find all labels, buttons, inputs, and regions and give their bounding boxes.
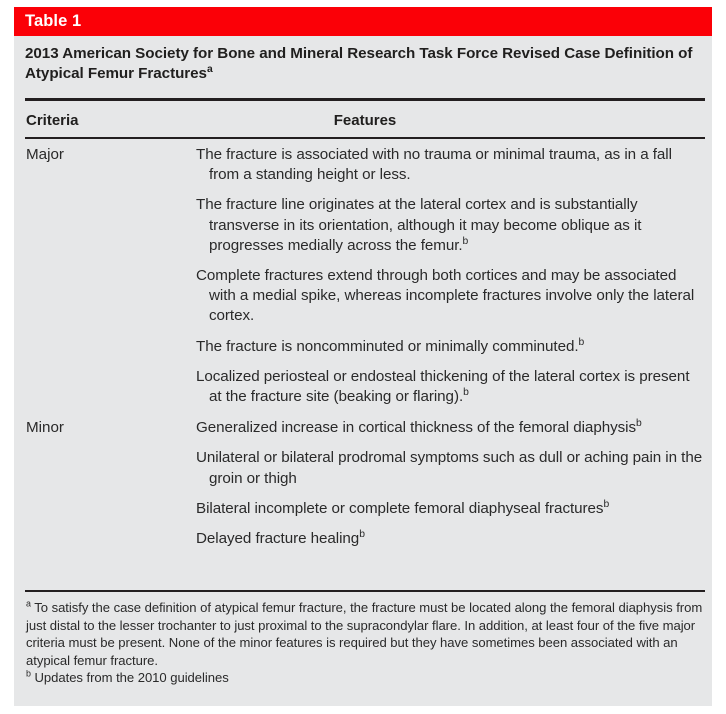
feature-superscript: b <box>578 336 585 348</box>
column-header-criteria: Criteria <box>26 112 79 129</box>
feature-superscript: b <box>462 235 469 247</box>
rule-below-header <box>25 137 705 139</box>
features-list-minor: Generalized increase in cortical thickne… <box>196 418 706 549</box>
feature-text: Delayed fracture healing <box>196 530 360 548</box>
feature-text: The fracture is associated with no traum… <box>196 146 672 184</box>
table-title: 2013 American Society for Bone and Miner… <box>25 44 697 83</box>
footnote-text: Updates from the 2010 guidelines <box>34 670 229 686</box>
feature-superscript: b <box>603 498 610 510</box>
column-header-features: Features <box>333 112 397 129</box>
table-title-superscript: a <box>206 63 213 75</box>
footnote-marker: a <box>26 598 31 609</box>
rule-above-header <box>25 98 705 101</box>
feature-superscript: b <box>463 386 469 398</box>
footnote-marker: b <box>26 669 31 680</box>
footnote-b: b Updates from the 2010 guidelines <box>26 669 705 687</box>
feature-item: The fracture line originates at the late… <box>196 195 706 256</box>
feature-text: The fracture is noncomminuted or minimal… <box>196 337 579 355</box>
feature-item: The fracture is noncomminuted or minimal… <box>196 337 706 357</box>
feature-superscript: b <box>359 528 365 540</box>
feature-text: Generalized increase in cortical thickne… <box>196 419 637 437</box>
feature-text: Localized periosteal or endosteal thicke… <box>196 367 690 406</box>
rule-above-footnotes <box>25 590 705 592</box>
feature-item: Complete fractures extend through both c… <box>196 266 706 327</box>
criteria-label-minor: Minor <box>26 419 64 437</box>
feature-item: The fracture is associated with no traum… <box>196 145 706 185</box>
footnote-text: To satisfy the case definition of atypic… <box>26 600 703 668</box>
feature-text: The fracture line originates at the late… <box>196 196 642 254</box>
feature-item: Localized periosteal or endosteal thicke… <box>196 367 706 407</box>
table-row-group-major: Major The fracture is associated with no… <box>14 145 712 407</box>
table-body: Major The fracture is associated with no… <box>14 145 712 549</box>
feature-item: Delayed fracture healingb <box>196 529 706 549</box>
footnotes: a To satisfy the case definition of atyp… <box>26 599 705 687</box>
feature-item: Bilateral incomplete or complete femoral… <box>196 499 706 519</box>
table-caption-bar: Table 1 <box>14 7 712 36</box>
feature-text: Complete fractures extend through both c… <box>196 267 695 325</box>
feature-item: Unilateral or bilateral prodromal sympto… <box>196 448 706 488</box>
features-list-major: The fracture is associated with no traum… <box>196 145 706 407</box>
feature-superscript: b <box>636 418 642 430</box>
table-figure: Table 1 2013 American Society for Bone a… <box>14 7 712 706</box>
feature-item: Generalized increase in cortical thickne… <box>196 418 706 438</box>
feature-text: Bilateral incomplete or complete femoral… <box>196 499 604 517</box>
footnote-a: a To satisfy the case definition of atyp… <box>26 599 705 669</box>
criteria-label-major: Major <box>26 146 64 163</box>
table-title-text: 2013 American Society for Bone and Miner… <box>25 45 693 82</box>
table-row-group-minor: Minor Generalized increase in cortical t… <box>14 418 712 549</box>
table-caption-label: Table 1 <box>25 12 82 30</box>
feature-text: Unilateral or bilateral prodromal sympto… <box>196 449 703 487</box>
